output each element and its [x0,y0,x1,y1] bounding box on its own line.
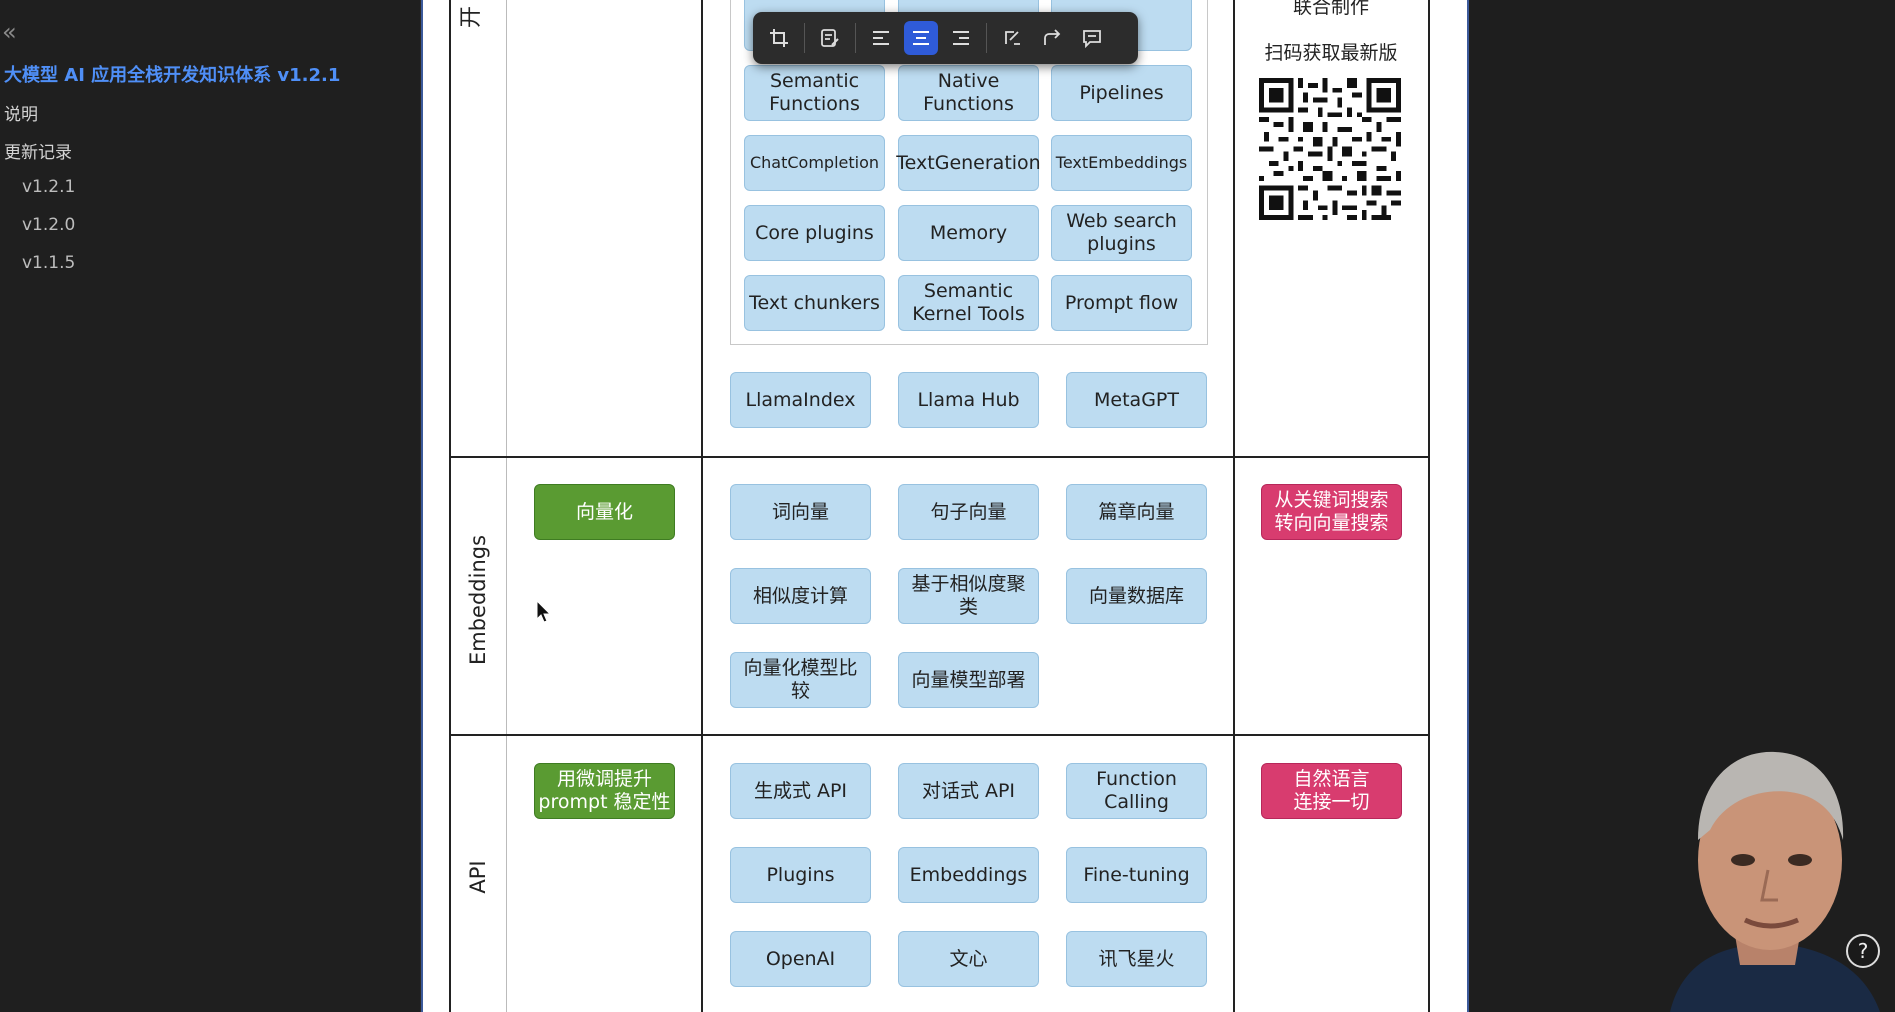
table-divider-2 [701,0,703,1012]
box-clustering: 基于相似度聚 类 [898,568,1039,624]
box-semantic-kernel-tools: Semantic Kernel Tools [898,275,1039,331]
qr-caption: 扫码获取最新版 [1264,42,1398,64]
box-semantic-functions: Semantic Functions [744,65,885,121]
box-model-compare: 向量化模型比 较 [730,652,871,708]
section-label-embeddings: Embeddings [466,534,490,666]
collapse-sidebar-icon[interactable]: « [2,18,17,46]
comment-icon[interactable] [1075,21,1109,55]
box-core-plugins: Core plugins [744,205,885,261]
box-embeddings: Embeddings [898,847,1039,903]
mouse-cursor-icon [536,600,552,623]
webcam-presenter [1640,720,1895,1012]
box-llama-hub: Llama Hub [898,372,1039,428]
box-generative-api: 生成式 API [730,763,871,819]
sidebar-title[interactable]: 大模型 AI 应用全栈开发知识体系 v1.2.1 [4,65,341,86]
box-llamaindex: LlamaIndex [730,372,871,428]
table-divider-3 [1233,0,1235,1012]
redo-icon[interactable] [1035,21,1069,55]
pink-box-vector-search: 从关键词搜索 转向向量搜索 [1261,484,1402,540]
box-chatcompletion: ChatCompletion [744,135,885,191]
edit-note-icon[interactable] [813,21,847,55]
section-label-api: API [466,860,490,894]
box-plugins: Plugins [730,847,871,903]
box-pipelines: Pipelines [1051,65,1192,121]
table-row-divider-2 [449,734,1430,736]
sidebar-subitem-v120[interactable]: v1.2.0 [22,215,76,235]
box-wenxin: 文心 [898,931,1039,987]
box-text-chunkers: Text chunkers [744,275,885,331]
sidebar-item-changelog[interactable]: 更新记录 [4,143,72,163]
table-border-right [1428,0,1430,1012]
box-chat-api: 对话式 API [898,763,1039,819]
pink-box-natural-language: 自然语言 连接一切 [1261,763,1402,819]
table-row-divider-1 [449,456,1430,458]
box-word-vector: 词向量 [730,484,871,540]
box-memory: Memory [898,205,1039,261]
box-native-functions: Native Functions [898,65,1039,121]
toolbar-separator [986,23,987,53]
image-toolbar [753,12,1138,64]
box-similarity: 相似度计算 [730,568,871,624]
align-left-icon[interactable] [864,21,898,55]
box-textgeneration: TextGeneration [896,135,1041,191]
section-label-dev: 开 [459,5,484,28]
link-edit-icon[interactable] [995,21,1029,55]
align-right-icon[interactable] [944,21,978,55]
align-center-icon[interactable] [904,21,938,55]
qr-code [1259,78,1401,220]
table-divider-1 [506,0,507,1012]
box-metagpt: MetaGPT [1066,372,1207,428]
table-border-left [449,0,451,1012]
toolbar-separator [855,23,856,53]
box-openai: OpenAI [730,931,871,987]
box-sentence-vector: 句子向量 [898,484,1039,540]
sidebar: « 大模型 AI 应用全栈开发知识体系 v1.2.1 说明 更新记录 v1.2.… [0,0,421,1012]
box-function-calling: Function Calling [1066,763,1207,819]
box-prompt-flow: Prompt flow [1051,275,1192,331]
toolbar-separator [804,23,805,53]
green-box-vectorization: 向量化 [534,484,675,540]
box-fine-tuning: Fine-tuning [1066,847,1207,903]
box-model-deploy: 向量模型部署 [898,652,1039,708]
partial-credit-text: 联合制作 [1292,0,1369,18]
sk-component-frame [730,0,1208,345]
box-textembeddings: TextEmbeddings [1051,135,1192,191]
box-xunfei: 讯飞星火 [1066,931,1207,987]
sidebar-item-readme[interactable]: 说明 [4,105,38,125]
sidebar-subitem-v115[interactable]: v1.1.5 [22,253,76,273]
box-web-search-plugins: Web search plugins [1051,205,1192,261]
green-box-finetune: 用微调提升 prompt 稳定性 [534,763,675,819]
box-document-vector: 篇章向量 [1066,484,1207,540]
help-icon[interactable]: ? [1846,934,1880,968]
crop-icon[interactable] [762,21,796,55]
box-vector-db: 向量数据库 [1066,568,1207,624]
sidebar-subitem-v121[interactable]: v1.2.1 [22,177,76,197]
